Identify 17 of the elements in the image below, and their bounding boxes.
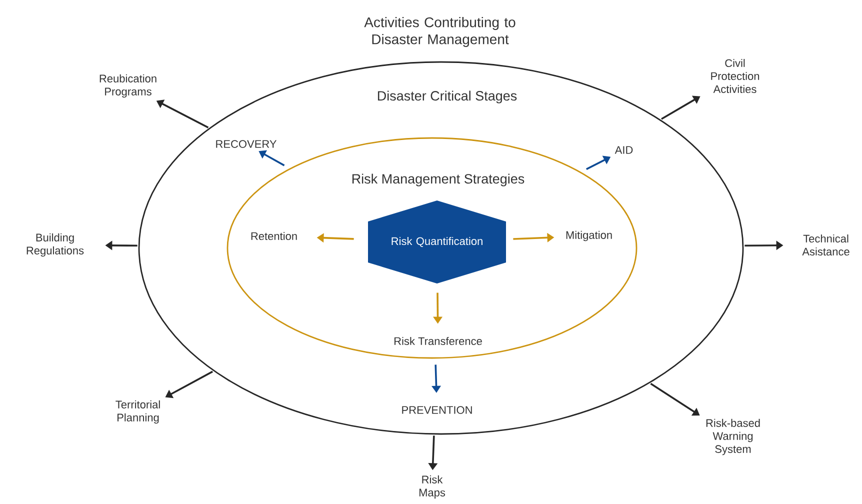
label: Building Regulations	[26, 233, 84, 257]
stage-label: RECOVERY	[216, 140, 277, 148]
title: Activities Contributing to Disaster Management	[364, 16, 516, 48]
label: Mitigation	[566, 230, 612, 242]
label: Risk-based Warning System	[706, 418, 760, 456]
label: Risk Transference	[394, 336, 482, 346]
stage-label: AID	[614, 146, 633, 154]
ellipse-heading: Risk Management Strategies	[352, 174, 524, 186]
stage-label: PREVENTION	[402, 406, 472, 414]
label: Retention	[251, 232, 297, 240]
label: Technical Asistance	[802, 234, 850, 256]
ellipse-heading: Disaster Critical Stages	[378, 90, 517, 104]
label: Civil Protection Activities	[711, 58, 760, 94]
label: Territorial Planning	[116, 400, 160, 424]
label: Risk Maps	[419, 475, 446, 499]
label: Reubication Programs	[100, 74, 156, 98]
hexagon: Risk Quantification	[368, 200, 506, 284]
